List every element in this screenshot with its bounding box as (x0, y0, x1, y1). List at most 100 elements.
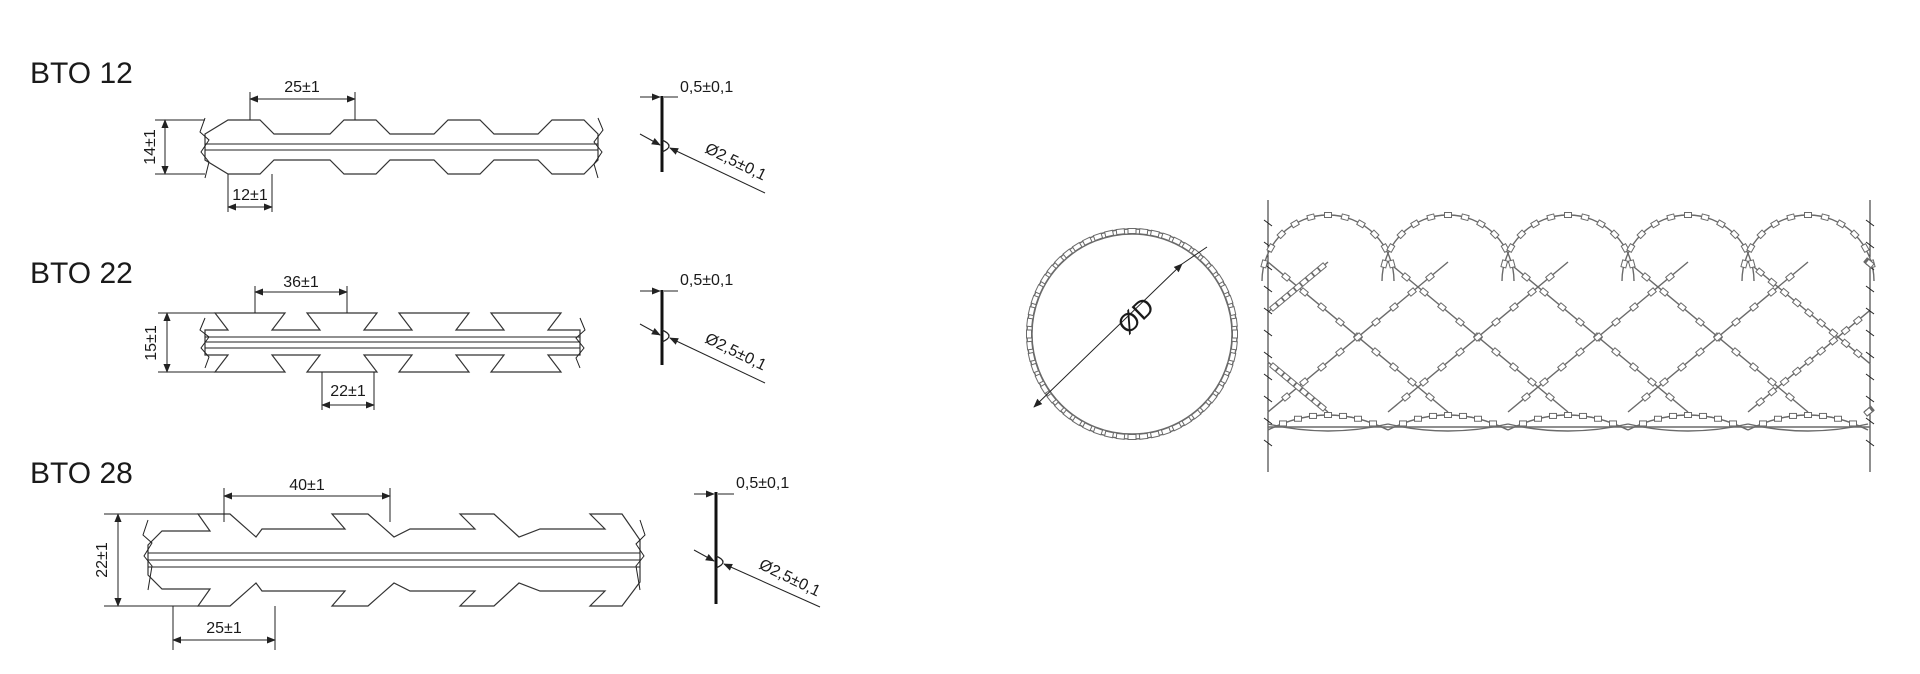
panel-barb (1767, 277, 1778, 288)
panel-barb (1626, 243, 1636, 253)
panel-barb (1305, 392, 1315, 402)
panel-barb (1609, 229, 1620, 240)
coil-barb (1138, 228, 1149, 236)
panel-barb (1665, 392, 1675, 402)
panel-barb (1654, 415, 1662, 422)
thickness-label: 0,5±0,1 (736, 475, 789, 492)
break-mark (1865, 285, 1875, 293)
profile-bto-12: BTO 12 25±1 14±1 12±1 (30, 57, 769, 212)
panel-barb (1639, 420, 1647, 427)
thickness-label: 0,5±0,1 (680, 79, 733, 96)
panel-barb (1804, 212, 1812, 218)
panel-barb (1677, 362, 1687, 372)
coil-barb (1062, 248, 1074, 259)
break-mark (1263, 285, 1273, 293)
break-mark (1263, 395, 1273, 403)
panel-barb (1716, 219, 1726, 229)
pitch-label: 36±1 (283, 274, 319, 291)
coil-barb (1026, 340, 1034, 351)
panel-barb (1785, 392, 1795, 402)
panel-barb (1564, 212, 1572, 218)
dimension-height: 22±1 (94, 513, 198, 607)
panel-barb (1287, 377, 1297, 387)
coil-barb (1224, 362, 1234, 374)
panel-barb (1335, 317, 1345, 327)
coil-barb (1149, 229, 1160, 238)
panel-barb (1641, 272, 1651, 282)
panel-barb (1549, 412, 1557, 419)
panel-barb (1353, 332, 1363, 342)
coil-barb (1034, 283, 1044, 295)
panel-barb (1293, 382, 1303, 392)
panel-barb (1729, 229, 1740, 240)
coil-barb (1062, 409, 1074, 420)
panel-barb (1474, 415, 1482, 422)
panel-barb (1641, 392, 1651, 402)
panel-barb (1530, 219, 1540, 229)
panel-barb (1755, 396, 1766, 407)
panel-barbs (1260, 212, 1876, 427)
coil-barb (1092, 232, 1104, 242)
coil-barb (1053, 401, 1065, 413)
profile-title: BTO 22 (30, 257, 133, 290)
panel-barb (1699, 412, 1707, 419)
panel-barb (1804, 356, 1814, 367)
panel-barb (1767, 377, 1777, 387)
panel-barb (1647, 287, 1657, 297)
coil-barb (1224, 294, 1234, 306)
panel-barb (1849, 229, 1860, 240)
panel-barb (1426, 213, 1436, 222)
panel-barb (1444, 212, 1452, 218)
panel-barb (1399, 420, 1407, 427)
panel-barb (1545, 392, 1555, 402)
panel-barb (1819, 412, 1827, 419)
break-mark (1865, 219, 1875, 227)
dimension-pitch: 25±1 (249, 79, 356, 120)
panel-barb (1437, 302, 1447, 312)
panel-barb (1804, 307, 1814, 318)
panel-barb (1380, 259, 1389, 269)
coil-barb (1039, 273, 1050, 285)
panel-barb (1317, 262, 1327, 272)
dimension-barb: 12±1 (227, 174, 273, 212)
coil-arc (1501, 214, 1635, 282)
panel-barb (1575, 347, 1585, 357)
panel-barb (1356, 219, 1366, 229)
panel-barb (1387, 259, 1396, 269)
panel-barb (1629, 302, 1639, 312)
panel-barb (1425, 272, 1435, 282)
coil-barb (1232, 329, 1238, 339)
panel-barb (1299, 387, 1309, 397)
panel-barb (1299, 277, 1309, 287)
coil-barb (1160, 232, 1172, 242)
panel-barb (1609, 420, 1617, 427)
panel-barb (1281, 292, 1291, 302)
panel-barb (1389, 302, 1399, 312)
panel-barb (1840, 338, 1851, 349)
panel-barb (1527, 287, 1537, 297)
coil-barb (1199, 401, 1211, 413)
panel-barb (1534, 415, 1542, 422)
panel-barb (1860, 243, 1870, 253)
panel-barb (1317, 362, 1327, 372)
coil-barb (1228, 351, 1237, 362)
dimension-height: 15±1 (143, 312, 215, 373)
break-mark (1263, 351, 1273, 359)
height-label: 15±1 (143, 325, 160, 361)
panel-barb (1580, 213, 1590, 222)
concertina-panel (1260, 200, 1876, 472)
panel-barb (1731, 317, 1741, 327)
height-label: 22±1 (94, 542, 111, 578)
coil-barb (1127, 434, 1137, 440)
dimension-barb: 25±1 (172, 606, 276, 650)
coil-barb (1092, 426, 1104, 436)
panel-barb (1287, 287, 1297, 297)
panel-barb (1275, 297, 1285, 307)
panel-barb (1311, 397, 1321, 407)
panel-barb (1650, 219, 1660, 229)
panel-barb (1611, 347, 1621, 357)
panel-barb (1371, 317, 1381, 327)
coil-barb (1034, 373, 1044, 385)
cross-section: 0,5±0,1 Ø2,5±0,1 (639, 79, 769, 194)
